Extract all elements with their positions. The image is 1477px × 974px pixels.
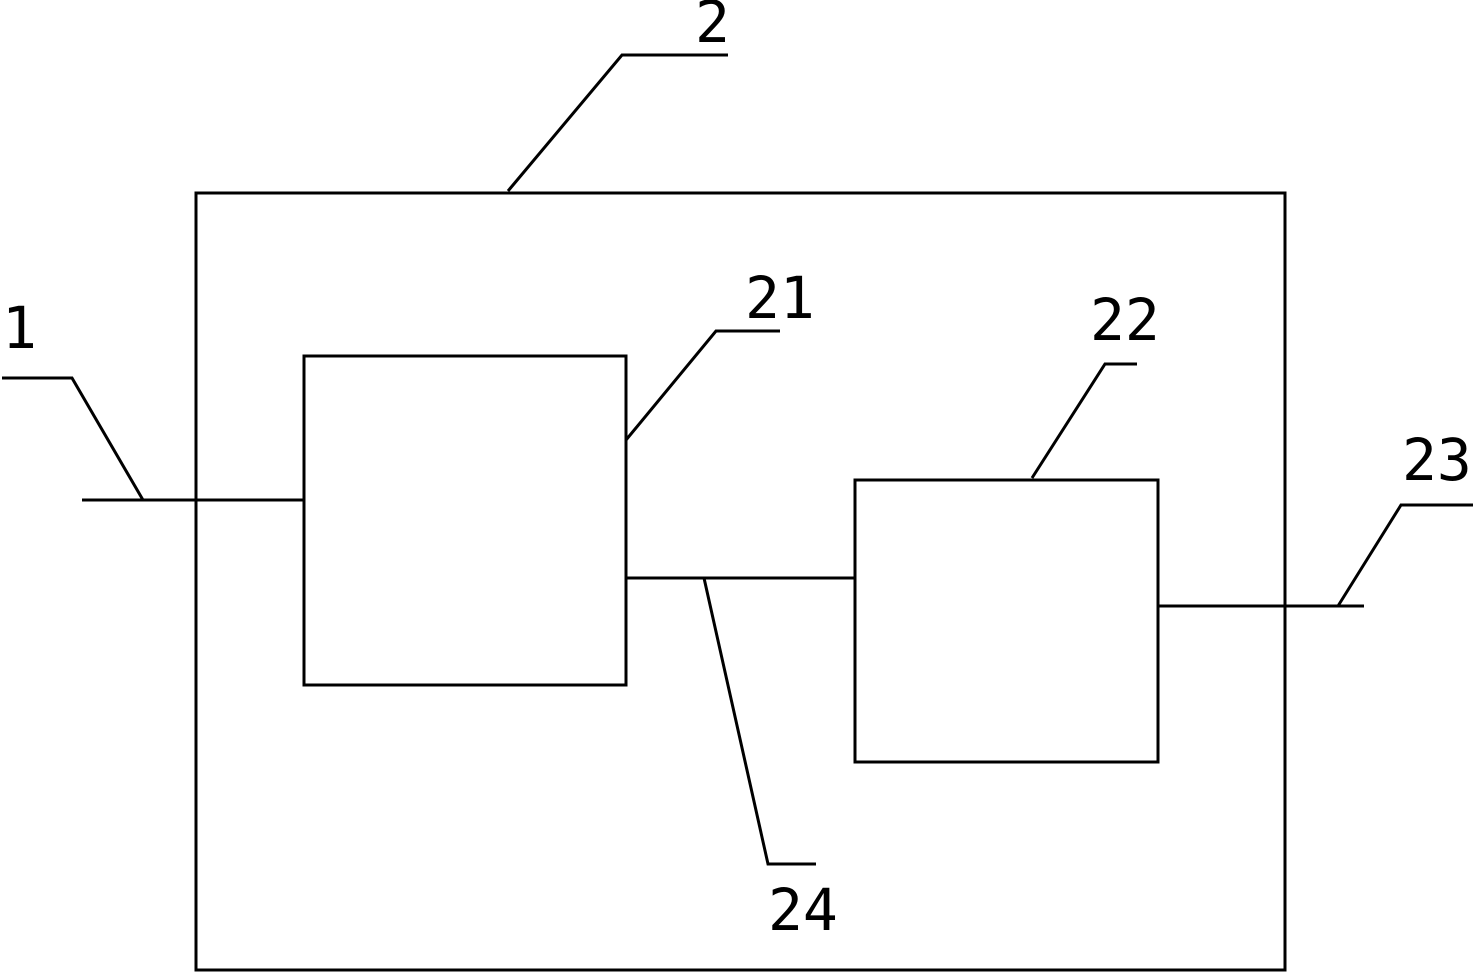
label-first-block: 21 (745, 264, 815, 332)
label-second-block: 22 (1090, 286, 1160, 354)
leader-line-2 (506, 53, 728, 192)
leader-line-22 (1030, 362, 1137, 479)
label-connecting-line: 24 (768, 876, 838, 944)
leader-line-24 (702, 577, 816, 866)
block-22 (853, 478, 1160, 764)
block-21 (302, 354, 628, 687)
leader-line-23 (1336, 503, 1473, 607)
leader-line-1 (2, 376, 145, 501)
leader-line-21 (624, 329, 780, 441)
label-input-line: 1 (2, 294, 37, 362)
housing-box (194, 191, 1287, 972)
label-housing: 2 (695, 0, 730, 56)
label-output-line: 23 (1402, 426, 1472, 494)
